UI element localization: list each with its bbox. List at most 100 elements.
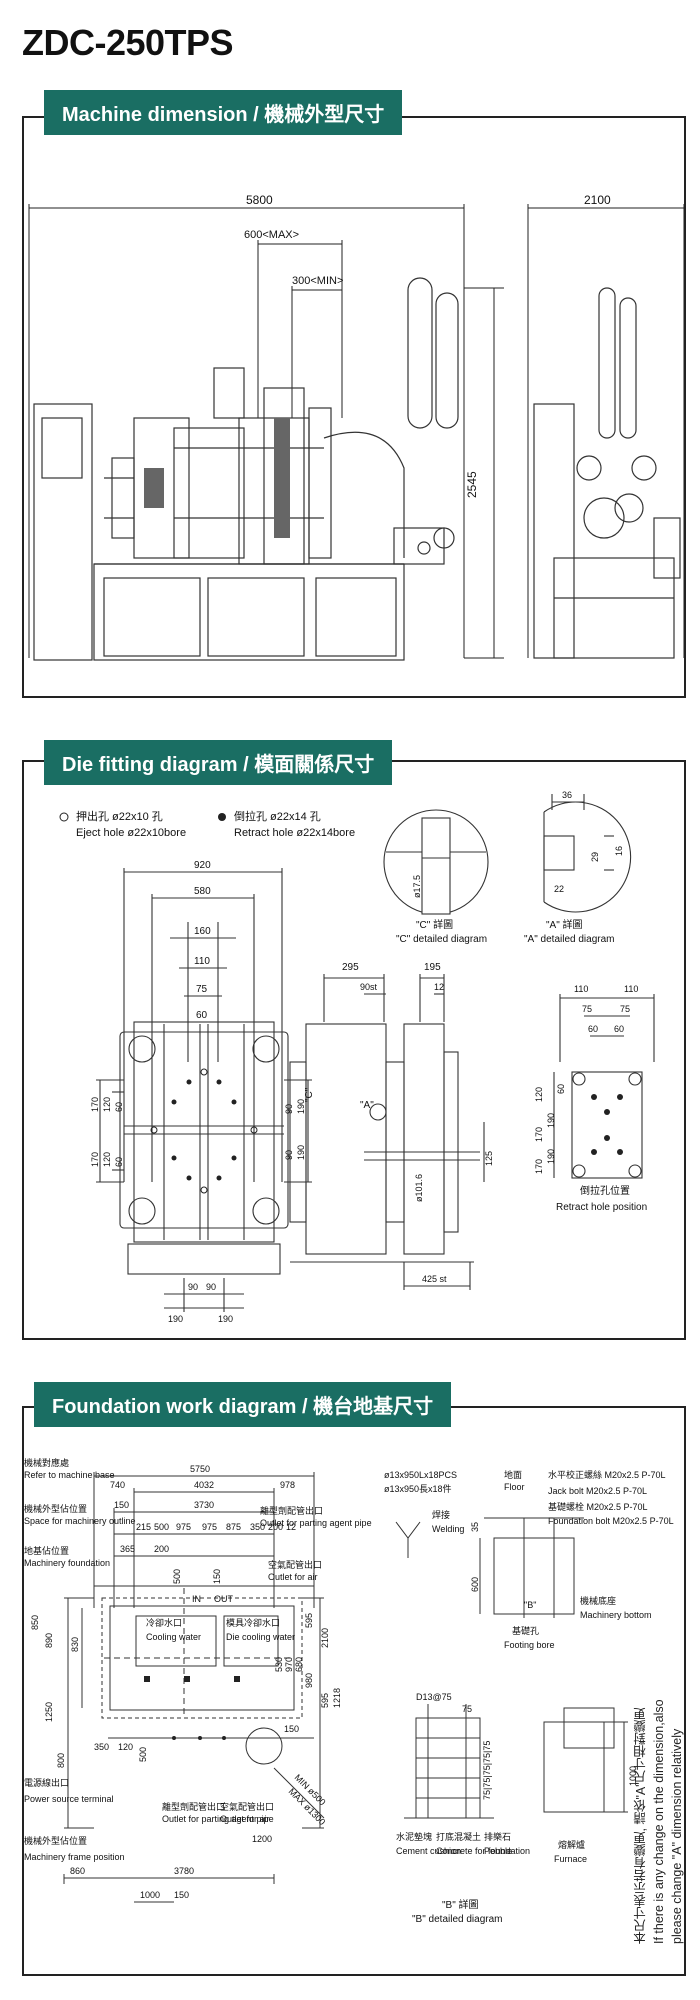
foundation-plan <box>63 1472 325 1903</box>
dim-3730: 3730 <box>194 1500 214 1510</box>
dim-v850: 850 <box>30 1615 40 1630</box>
retract-d75a: 75 <box>582 1004 592 1014</box>
retract-d110b: 110 <box>624 984 638 994</box>
dimension-note: 本尺寸表示若有變更, 請依"A"尺寸相對變更 If there is any c… <box>632 1644 686 1944</box>
dim-875: 875 <box>226 1522 241 1532</box>
footing-fbolt-cn: 基礎螺栓 M20x2.5 P-70L <box>548 1501 648 1512</box>
footing-d35: 35 <box>470 1522 480 1532</box>
label-air-cn: 空氣配管出口 <box>268 1559 322 1570</box>
label-air-en: Outlet for air <box>268 1572 318 1582</box>
front-dim-110: 110 <box>194 956 210 967</box>
detail-a-cn: "A" 詳圖 <box>546 918 583 931</box>
front-b190a: 190 <box>168 1314 183 1324</box>
dim-1200: 1200 <box>252 1834 272 1844</box>
dim-500b: 500 <box>138 1747 148 1762</box>
label-out: OUT <box>214 1594 234 1604</box>
dim-975b: 975 <box>202 1522 217 1532</box>
front-v90a: 90 <box>284 1104 294 1114</box>
detail-a-d36: 36 <box>562 790 572 800</box>
detail-a-en: "A" detailed diagram <box>524 934 614 945</box>
dim-v800: 800 <box>56 1753 66 1768</box>
furnace-cn: 熔解爐 <box>558 1839 585 1850</box>
dim-height: 2545 <box>465 471 479 498</box>
furnace-en: Furnace <box>554 1854 587 1864</box>
label-power-en: Power source terminal <box>24 1794 114 1804</box>
footing-floor-en: Floor <box>504 1482 525 1492</box>
dim-max-open: 600<MAX> <box>244 229 299 241</box>
retract-v120: 120 <box>534 1087 544 1102</box>
dim-v1218: 1218 <box>332 1688 342 1708</box>
dim-740: 740 <box>110 1480 125 1490</box>
label-found-en: Machinery foundation <box>24 1558 110 1568</box>
footing-fbolt-en: Foundation bolt M20x2.5 P-70L <box>548 1516 674 1526</box>
label-parting2-en: Outlet for parting agent pipe <box>162 1814 274 1824</box>
detail-b-cn: "B" 詳圖 <box>442 1898 479 1911</box>
dim-500: 500 <box>154 1522 169 1532</box>
dim-350: 350 <box>250 1522 265 1532</box>
dimension-note-en2: please change "A" dimension relatively <box>670 1728 684 1944</box>
detail-c-en: "C" detailed diagram <box>396 934 487 945</box>
front-v120a: 120 <box>102 1097 112 1112</box>
footing-bore-en: Footing bore <box>504 1640 555 1650</box>
retract-v170: 170 <box>534 1127 544 1142</box>
foundation-work-header: Foundation work diagram / 機台地基尺寸 <box>34 1382 452 1427</box>
side-dim-12: 12 <box>434 982 444 992</box>
label-die-cn: 模具冷卻水口 <box>226 1617 280 1628</box>
label-parting-cn: 離型劑配管出口 <box>260 1505 323 1516</box>
dim-v2100: 2100 <box>320 1628 330 1648</box>
front-v60b: 60 <box>114 1157 124 1167</box>
plan-markers <box>144 1676 240 1740</box>
dim-v530: 530 <box>274 1657 284 1672</box>
dim-150c: 150 <box>174 1890 189 1900</box>
weld-en: Welding <box>432 1524 464 1534</box>
front-b190b: 190 <box>218 1314 233 1324</box>
dim-150: 150 <box>114 1500 129 1510</box>
front-v190a: 190 <box>296 1099 306 1114</box>
dim-width: 2100 <box>584 193 611 207</box>
dim-v890: 890 <box>44 1633 54 1648</box>
detail-a-d22: 22 <box>554 884 564 894</box>
dim-min-open: 300<MIN> <box>292 275 343 287</box>
retract-v190a: 190 <box>546 1113 556 1128</box>
retract-cn: 倒拉孔位置 <box>580 1184 630 1197</box>
page-title: ZDC-250TPS <box>22 22 234 63</box>
rebar-spec-cn: ø13x950長x18件 <box>384 1483 452 1494</box>
label-in: IN <box>192 1594 201 1604</box>
detail-b-concrete-en: Concrete for foundation <box>436 1846 530 1856</box>
detail-b-pebble-en: Pebble <box>484 1846 512 1856</box>
detail-b-d13: D13@75 <box>416 1692 452 1702</box>
label-air2-en: Outlet for air <box>220 1814 270 1824</box>
eject-label-cn: 押出孔 ø22x10 孔 <box>76 809 163 823</box>
dim-v980: 980 <box>304 1673 314 1688</box>
detail-a-d29: 29 <box>590 852 600 862</box>
label-parting2-cn: 離型劑配管出口 <box>162 1801 225 1812</box>
front-v170a: 170 <box>90 1097 100 1112</box>
retract-d60a: 60 <box>588 1024 598 1034</box>
foundation-work-panel: 機械對應處 Refer to machine base 機械外型佔位置 Spac… <box>22 1382 686 1976</box>
retract-hole-symbol <box>218 813 226 821</box>
dim-v1250: 1250 <box>44 1702 54 1722</box>
label-frame-en: Machinery frame position <box>24 1852 125 1862</box>
machine-dimension-header: Machine dimension / 機械外型尺寸 <box>44 90 403 135</box>
label-parting-en: Outlet for parting agent pipe <box>260 1518 372 1528</box>
detail-a-d16: 16 <box>614 846 624 856</box>
dim-v595a: 595 <box>304 1613 314 1628</box>
dim-365: 365 <box>120 1544 135 1554</box>
footing-mark-b: "B" <box>524 1600 536 1610</box>
front-v190b: 190 <box>296 1145 306 1160</box>
footing-jack-cn: 水平校正螺絲 M20x2.5 P-70L <box>548 1469 666 1480</box>
detail-b-cement-en: Cement cushion <box>396 1846 461 1856</box>
detail-b-d75: 75 <box>462 1704 472 1714</box>
label-found-cn: 地基佔位置 <box>24 1545 69 1556</box>
detail-c-drawing <box>383 809 489 915</box>
footing-d600: 600 <box>470 1577 480 1592</box>
dim-v830: 830 <box>70 1637 80 1652</box>
front-dim-920: 920 <box>194 860 211 871</box>
front-b90a: 90 <box>188 1282 198 1292</box>
front-dim-580: 580 <box>194 886 211 897</box>
front-v170b: 170 <box>90 1152 100 1167</box>
footing-bore-drawing <box>479 1517 584 1618</box>
dim-150b: 150 <box>284 1724 299 1734</box>
footing-bore-cn: 基礎孔 <box>512 1625 539 1636</box>
side-mark-c: "C" <box>304 1087 315 1102</box>
